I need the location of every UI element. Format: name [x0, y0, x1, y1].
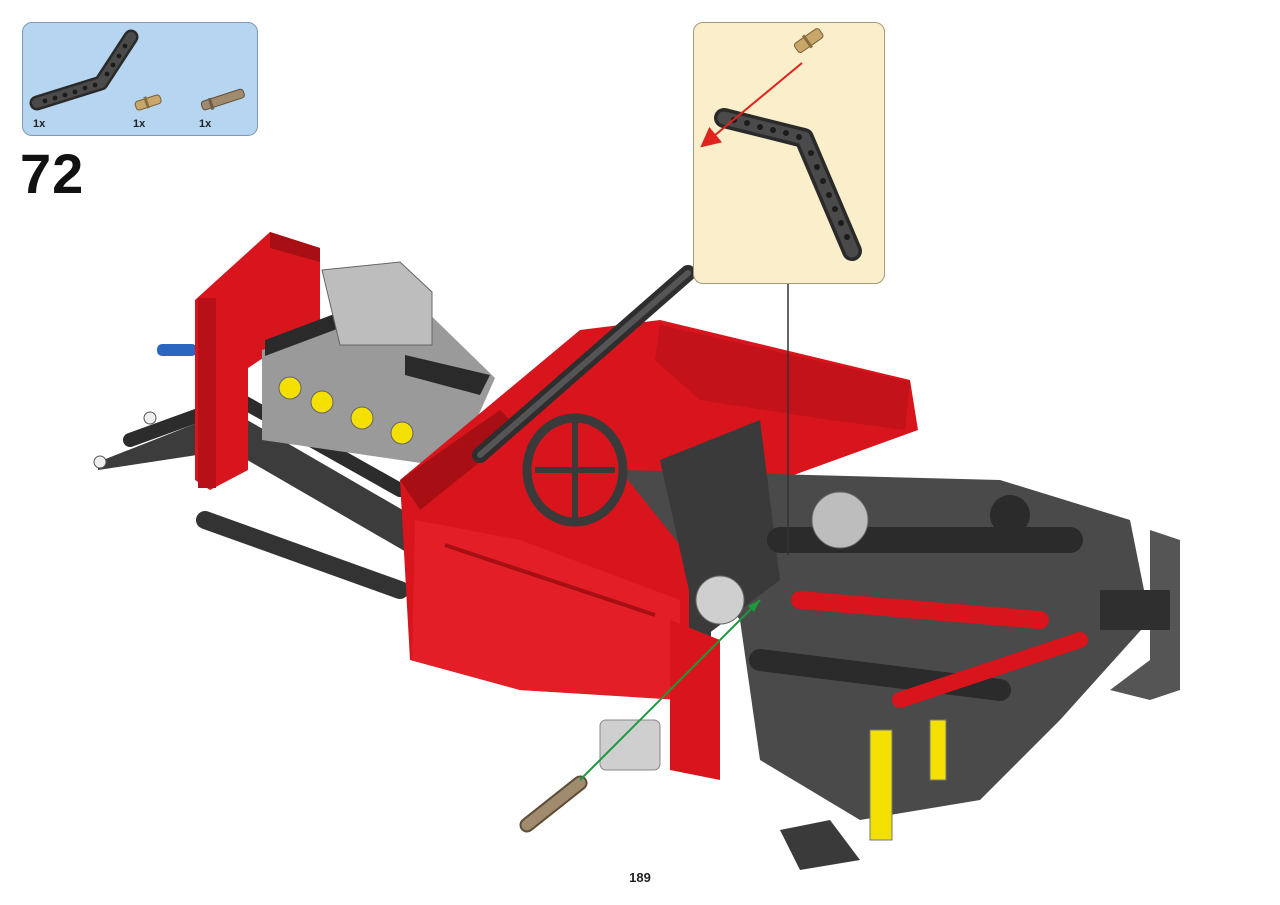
parts-list-box: 1x 1x 1x	[22, 22, 258, 136]
engine-block	[262, 261, 495, 468]
steering-wheel	[522, 413, 628, 527]
step-number: 72	[20, 142, 85, 205]
loose-axle-pin	[519, 775, 588, 833]
callout-pin-tan-icon	[793, 28, 824, 54]
part-qty-beam: 1x	[33, 118, 46, 130]
beam-bent-icon	[29, 29, 139, 111]
front-pillar	[599, 620, 720, 780]
axle-pin-brown-icon	[200, 88, 245, 111]
part-qty-pin: 1x	[133, 118, 146, 130]
subassembly-callout	[693, 22, 885, 284]
shock-rod	[472, 265, 696, 463]
part-qty-axle-pin: 1x	[199, 118, 212, 130]
assembly-arrow-head	[748, 600, 760, 612]
front-red-frame	[195, 232, 320, 490]
pin-long-tan-icon	[134, 94, 162, 111]
callout-illustration	[700, 28, 862, 261]
page-number: 189	[629, 870, 651, 885]
parts-list-illustration	[29, 29, 245, 111]
callout-insert-arrow	[700, 62, 803, 148]
assembly-guide-line	[579, 599, 761, 781]
callout-beam-bent-icon	[714, 108, 862, 261]
